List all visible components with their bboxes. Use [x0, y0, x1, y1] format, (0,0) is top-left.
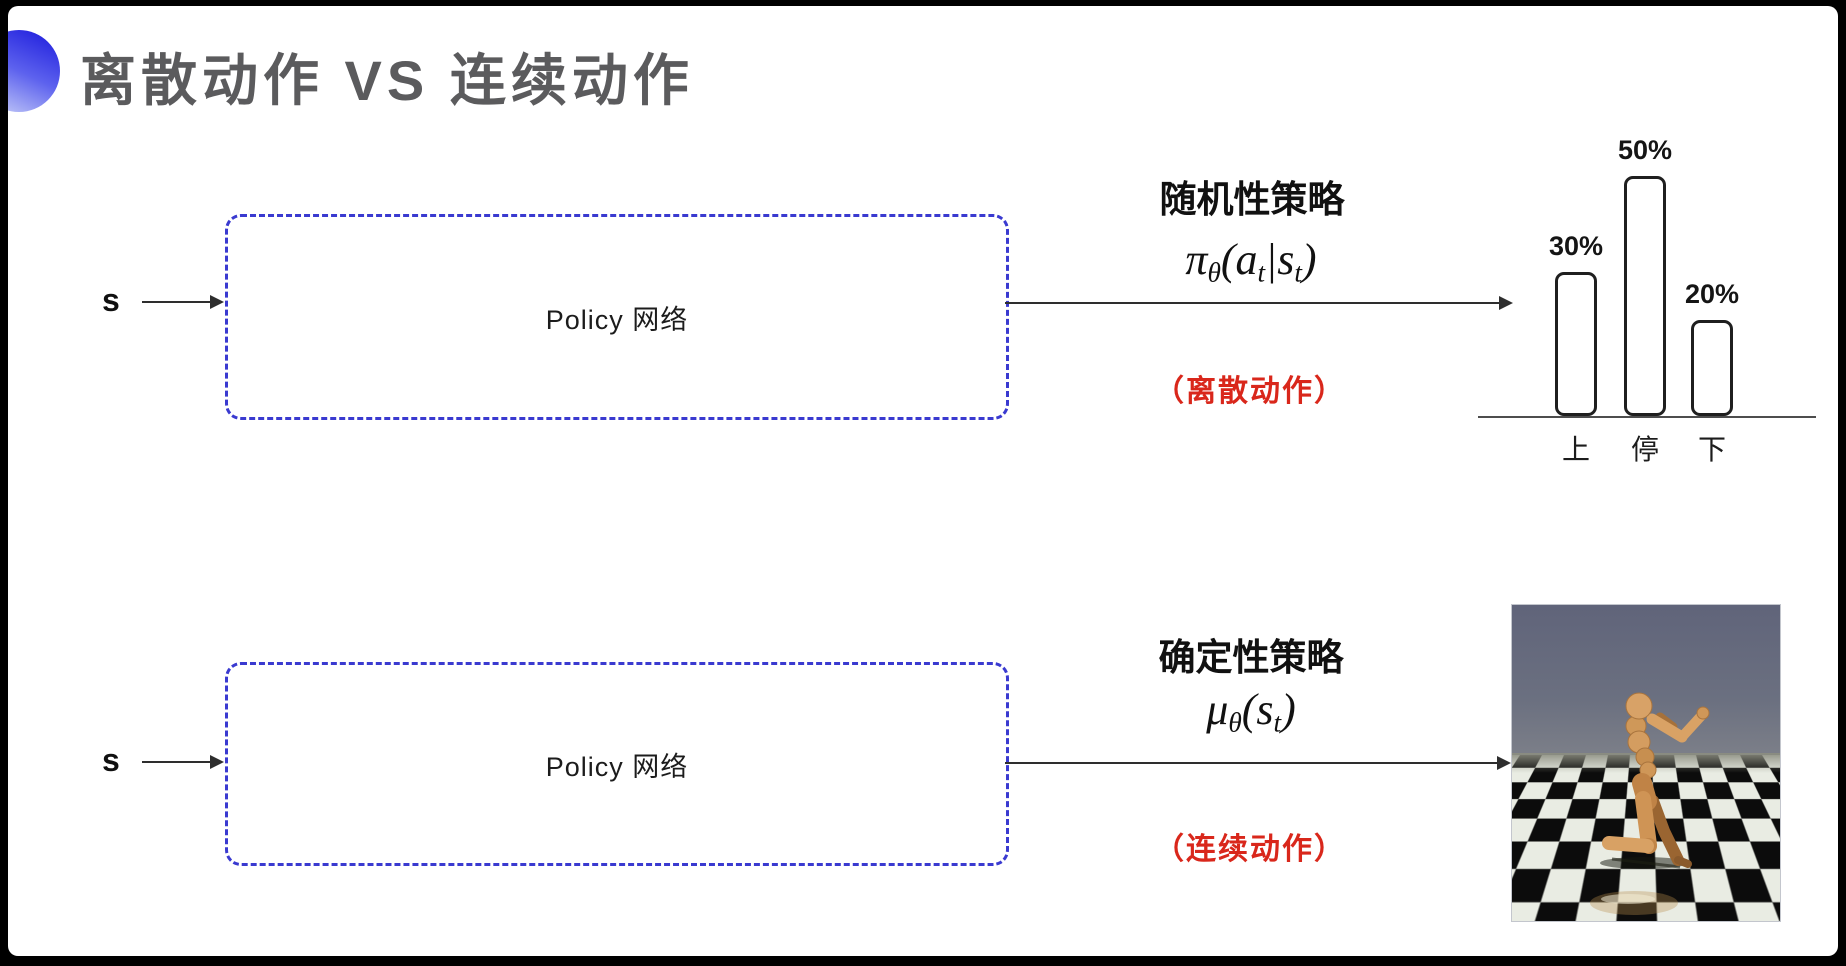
bar-category-label: 上	[1562, 428, 1590, 468]
deterministic-policy-label: 确定性策略	[1159, 627, 1344, 681]
bottom-output-arrow	[1005, 762, 1509, 764]
humanoid-simulation-image	[1511, 604, 1781, 922]
bar-category-label: 下	[1698, 428, 1726, 468]
slide: 离散动作 VS 连续动作 s Policy 网络 随机性策略 πθ(at|st)…	[8, 6, 1838, 956]
page-title: 离散动作 VS 连续动作	[80, 36, 694, 117]
top-input-state-label: s	[102, 282, 120, 319]
probability-bar	[1555, 272, 1597, 416]
deterministic-policy-formula: μθ(st)	[1206, 684, 1296, 739]
bottom-policy-network-box: Policy 网络	[225, 662, 1009, 866]
top-output-arrow	[1005, 302, 1511, 304]
bottom-input-arrow	[142, 761, 222, 763]
continuous-action-label: （连续动作）	[1154, 824, 1346, 868]
title-bullet-icon	[8, 30, 60, 112]
probability-bar	[1691, 320, 1733, 416]
bar-group-down: 20% 下	[1662, 106, 1762, 476]
discrete-action-label: （离散动作）	[1154, 366, 1346, 410]
top-input-arrow	[142, 301, 222, 303]
action-probability-chart: 30% 上 50% 停 20% 下	[1468, 106, 1828, 476]
bar-value-label: 20%	[1685, 279, 1739, 310]
stochastic-policy-formula: πθ(at|st)	[1185, 234, 1316, 289]
humanoid-robot-figure	[1512, 605, 1781, 922]
top-policy-network-box: Policy 网络	[225, 214, 1009, 420]
probability-bar	[1624, 176, 1666, 416]
bar-category-label: 停	[1631, 428, 1659, 468]
top-policy-network-box-label: Policy 网络	[546, 298, 689, 337]
bottom-input-state-label: s	[102, 742, 120, 779]
stochastic-policy-label: 随机性策略	[1160, 169, 1345, 223]
bottom-policy-network-box-label: Policy 网络	[546, 745, 689, 784]
